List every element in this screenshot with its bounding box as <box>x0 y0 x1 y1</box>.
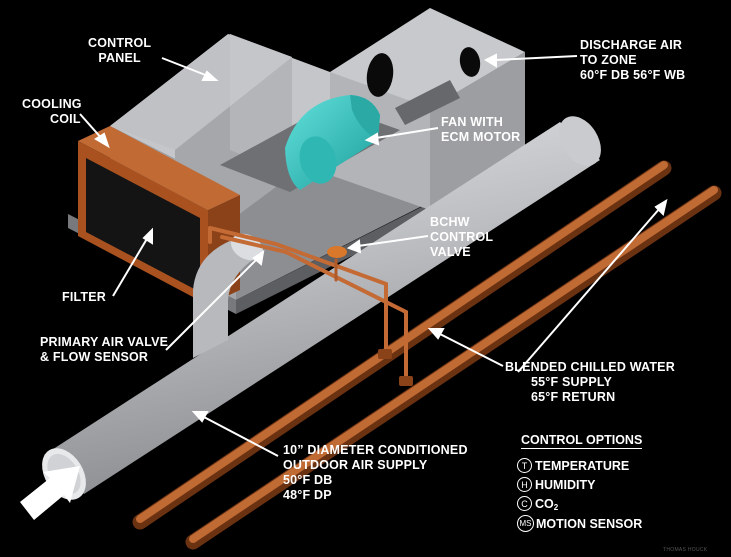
label-line: FAN WITH <box>441 115 504 129</box>
control-option-motion-sensor: MS MOTION SENSOR <box>517 515 642 532</box>
blended-chilled-water-label: BLENDED CHILLED WATER 55°F SUPPLY 65°F R… <box>505 360 675 405</box>
control-option-label: CO <box>535 496 554 511</box>
leader-lines <box>79 53 668 457</box>
label-line: TO ZONE <box>580 53 637 67</box>
label-line: COIL <box>50 112 81 126</box>
fan-label: FAN WITH ECM MOTOR <box>441 115 520 145</box>
filter-face <box>86 158 200 292</box>
label-line: BCHW <box>430 215 470 229</box>
pipe-fittings <box>378 349 413 386</box>
label-line: PANEL <box>98 51 141 65</box>
cooling-coil-label: COOLING COIL <box>22 97 82 127</box>
intake-arrow <box>20 466 80 520</box>
label-line: CONTROL <box>430 230 494 244</box>
control-option-label: HUMIDITY <box>535 477 596 492</box>
discharge-opening <box>366 53 394 97</box>
label-line: 48°F DP <box>283 488 332 502</box>
control-option-temperature: T TEMPERATURE <box>517 458 629 473</box>
primary-air-valve-label: PRIMARY AIR VALVE & FLOW SENSOR <box>40 335 168 365</box>
outdoor-air-supply-label: 10” DIAMETER CONDITIONED OUTDOOR AIR SUP… <box>283 443 468 503</box>
bchw-valve-label: BCHW CONTROL VALVE <box>430 215 493 260</box>
humidity-icon: H <box>517 477 532 492</box>
control-option-humidity: H HUMIDITY <box>517 477 595 492</box>
label-line: 10” DIAMETER CONDITIONED <box>283 443 468 457</box>
label-line: OUTDOOR AIR SUPPLY <box>283 458 428 472</box>
co2-icon: C <box>517 496 532 511</box>
artist-credit: THOMAS HOUCK <box>663 547 708 553</box>
chilled-water-pipes <box>132 160 722 550</box>
label-line: BLENDED CHILLED WATER <box>505 360 675 374</box>
label-line: FILTER <box>62 290 107 304</box>
label-line: ECM MOTOR <box>441 130 521 144</box>
discharge-opening <box>459 47 481 77</box>
label-line: 65°F RETURN <box>531 390 616 404</box>
label-line: COOLING <box>22 97 82 111</box>
motion-sensor-icon: MS <box>517 515 534 532</box>
co2-subscript: 2 <box>553 503 559 512</box>
label-line: VALVE <box>430 245 471 259</box>
control-panel-label: CONTROL PANEL <box>88 36 151 66</box>
bchw-valve-actuator <box>327 246 347 258</box>
control-option-label: TEMPERATURE <box>535 458 630 473</box>
label-line: PRIMARY AIR VALVE <box>40 335 169 349</box>
label-line: & FLOW SENSOR <box>40 350 149 364</box>
ecm-fan <box>285 95 380 190</box>
filter-label: FILTER <box>62 290 106 305</box>
control-options-title: CONTROL OPTIONS <box>521 433 643 449</box>
valve-piping <box>208 226 408 380</box>
label-line: 50°F DB <box>283 473 333 487</box>
label-line: DISCHARGE AIR <box>580 38 683 52</box>
label-line: 55°F SUPPLY <box>531 375 613 389</box>
label-line: 60°F DB 56°F WB <box>580 68 686 82</box>
discharge-air-label: DISCHARGE AIR TO ZONE 60°F DB 56°F WB <box>580 38 685 83</box>
label-line: CONTROL <box>88 36 152 50</box>
control-option-label: MOTION SENSOR <box>536 516 643 531</box>
temperature-icon: T <box>517 458 532 473</box>
